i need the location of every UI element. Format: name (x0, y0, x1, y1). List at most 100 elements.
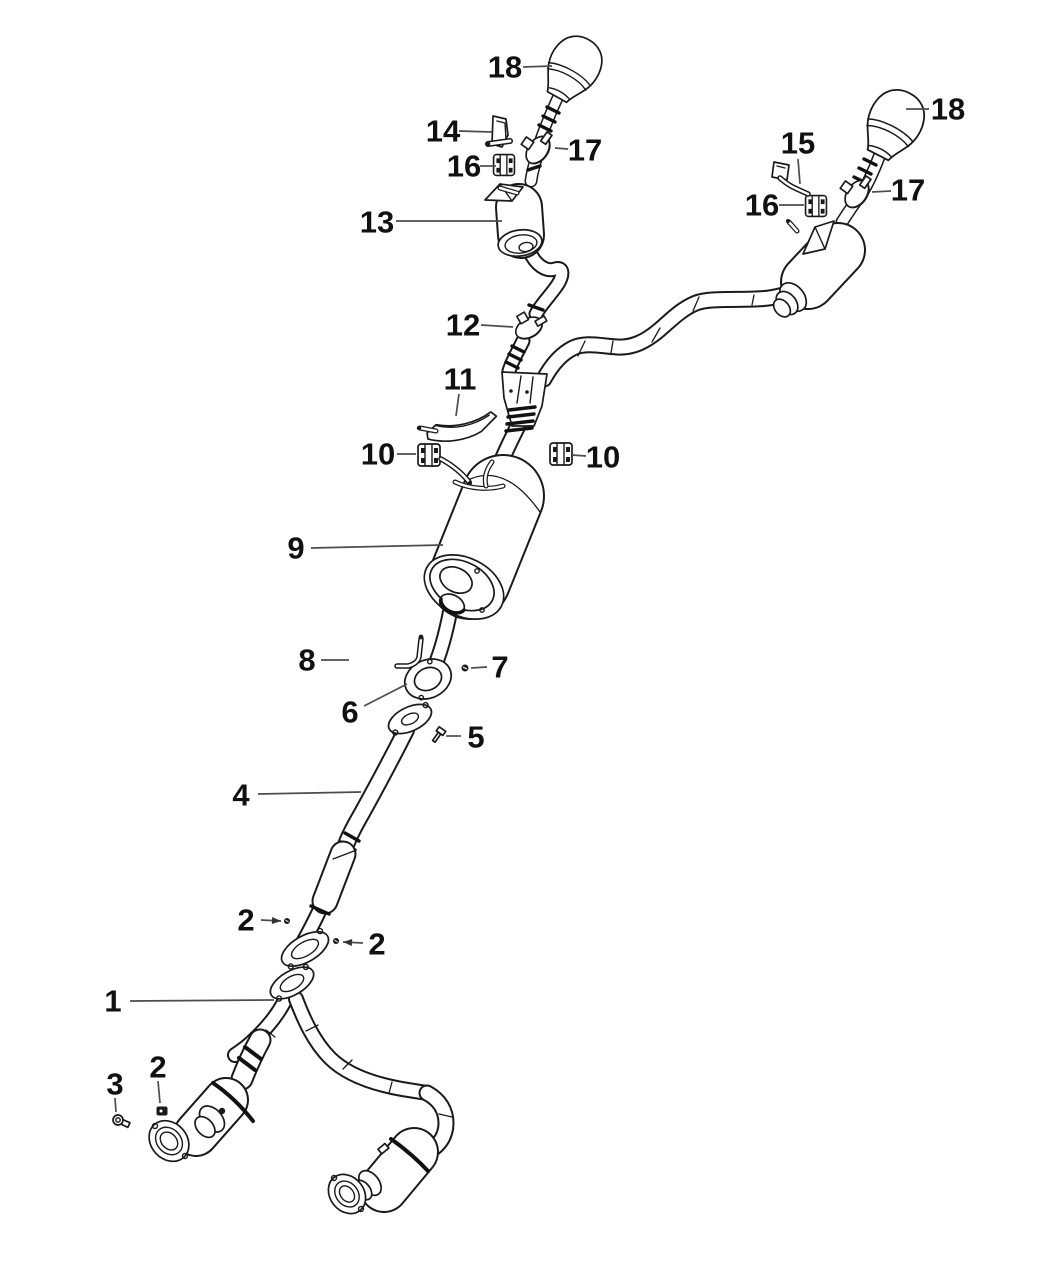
rod-core (498, 186, 519, 195)
rod-ball-end (485, 141, 491, 147)
seam-tick (332, 850, 355, 860)
callout-number: 6 (341, 695, 358, 730)
rod-ball-end (468, 481, 472, 485)
left-rear-muffler (484, 183, 544, 259)
bracket-fold-line (776, 165, 786, 169)
callout-number: 2 (149, 1050, 166, 1085)
weld-dot (474, 568, 480, 574)
bolt-head (112, 1114, 124, 1126)
callout-12: 12 (446, 308, 514, 343)
callout-2-mid: 2 (342, 927, 386, 962)
callout-10-right: 10 (571, 440, 620, 475)
y-merge-junction (501, 371, 548, 433)
right-catalytic-converter (327, 1139, 428, 1215)
callout-2-upper: 2 (237, 903, 282, 938)
end-cap-inner-ring (504, 234, 538, 254)
right-rear-isolator (804, 194, 828, 218)
stud-highlight (334, 939, 338, 943)
rod-ball-end (418, 634, 424, 640)
tip-glyph (533, 26, 612, 111)
callout-number: 10 (361, 437, 395, 472)
mid-left-isolator (417, 443, 441, 467)
left-exhaust-tip (533, 26, 612, 111)
bolt-3 (112, 1114, 131, 1129)
flange-bolt-hole (287, 963, 295, 970)
outlet-hole (518, 241, 534, 253)
pipe-ring-band (309, 904, 331, 916)
bracket-fold-line (496, 120, 507, 140)
over-axle-pipe (544, 276, 816, 379)
flange-nut-7 (461, 664, 469, 672)
bolt-head-inner (115, 1117, 121, 1123)
callout-number: 16 (447, 149, 481, 184)
callout-number: 17 (568, 133, 602, 168)
muffler-body (808, 250, 838, 282)
callout-leader-line (522, 65, 553, 68)
flange-bolt-5 (431, 725, 447, 744)
muffler-top-bracket (484, 183, 524, 202)
flange-bolt-hole (275, 995, 283, 1002)
right-rear-muffler (772, 219, 838, 318)
callout-leader-line (480, 324, 514, 328)
callout-leader-line (310, 544, 444, 549)
right-hanger-bracket (771, 161, 811, 197)
callout-8: 8 (298, 643, 349, 678)
isolator-glyph (492, 153, 516, 177)
front-y-pipe-right-branch (296, 999, 427, 1093)
flange-bolt-hole (316, 927, 324, 935)
callout-leader-line (157, 1080, 161, 1104)
muffler-top-pin (786, 219, 800, 234)
callout-17-left: 17 (554, 133, 602, 168)
callout-number: 17 (891, 173, 925, 208)
pipe-core (544, 276, 816, 379)
front-y-pipe-left-branch (235, 996, 287, 1055)
pin-ball (786, 219, 790, 223)
pin-ball (416, 425, 422, 431)
flange-inner-ring (338, 1185, 356, 1203)
bracket-fold-line (814, 226, 826, 250)
callout-leader-line (257, 791, 362, 795)
callout-5: 5 (446, 720, 485, 755)
flex-coupling-bands (504, 405, 537, 433)
intermediate-pipe (341, 730, 406, 850)
callout-number: 11 (444, 362, 477, 397)
center-muffler (423, 475, 540, 632)
rod-core (439, 457, 471, 484)
callout-leader-line (871, 190, 892, 193)
rod-core (395, 637, 423, 668)
flange-inner-ring (159, 1131, 179, 1151)
flange-opening (400, 712, 420, 726)
weld-dot (525, 390, 529, 394)
right-catalyst-bend-pipe (427, 1093, 452, 1147)
callout-leader-line (571, 454, 587, 457)
muffler-outlet-flange (403, 658, 453, 701)
pipe-segment-ticks (305, 1024, 393, 1094)
flex-bands (504, 344, 526, 370)
callout-2-bottom: 2 (149, 1050, 167, 1104)
flange-bolt-hole (151, 1122, 159, 1130)
stud-highlight (285, 919, 289, 923)
nut-2-bottom (156, 1106, 168, 1116)
callout-arrowhead (271, 917, 281, 925)
callout-3: 3 (106, 1067, 124, 1113)
callout-16-left: 16 (447, 149, 496, 184)
mid-right-isolator (549, 442, 573, 466)
callout-1: 1 (104, 984, 275, 1019)
left-catalytic-converter (148, 1081, 255, 1163)
callout-10-left: 10 (361, 437, 416, 472)
junction-body (501, 371, 548, 427)
callout-11: 11 (444, 362, 477, 417)
callout-leader-line (114, 1097, 117, 1113)
end-cap-opening (439, 565, 473, 595)
clamp12-stub-pipe (506, 341, 524, 371)
converter-band (211, 1081, 255, 1123)
callout-leader-line (470, 666, 488, 669)
callout-number: 18 (488, 50, 522, 85)
bracket-fold-line (435, 414, 490, 428)
flange-bolt-hole (181, 1152, 189, 1160)
tip-glyph (853, 80, 935, 169)
callout-number: 10 (586, 440, 620, 475)
isolator-glyph (804, 194, 828, 218)
converter-body (384, 1152, 414, 1188)
